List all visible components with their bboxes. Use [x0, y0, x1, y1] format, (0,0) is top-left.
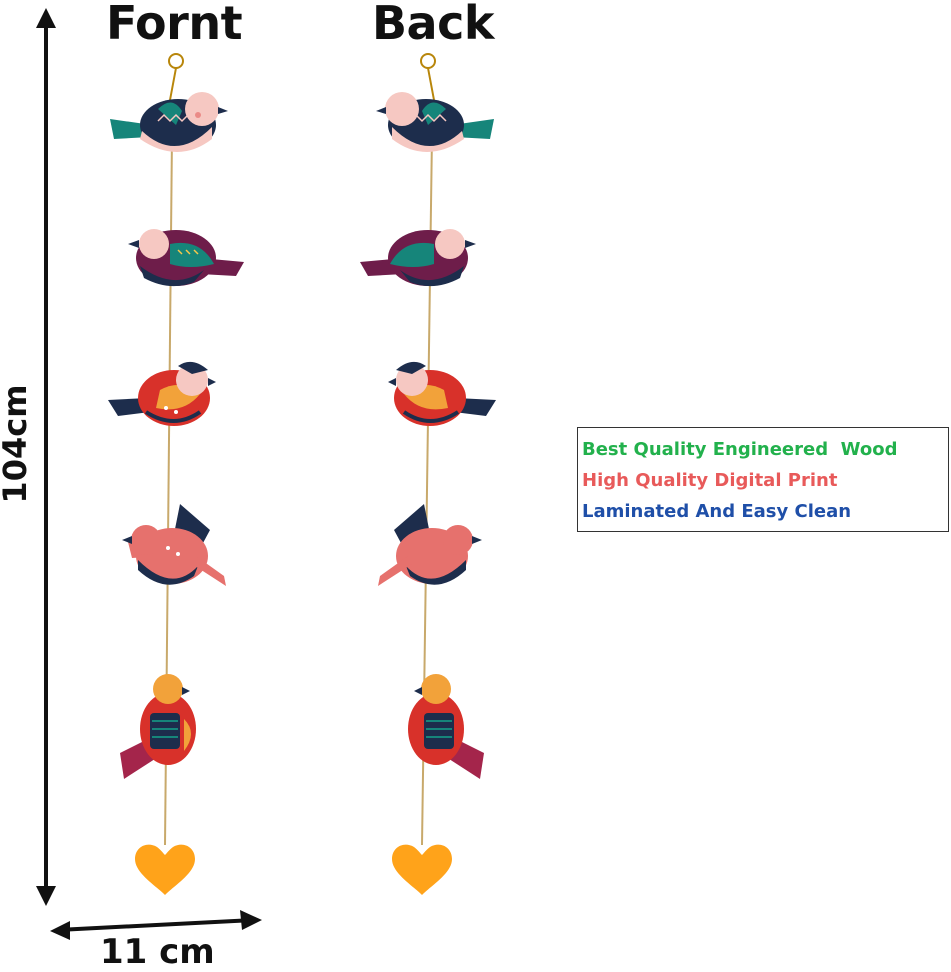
bird-icon [388, 361, 496, 426]
front-label: Fornt [106, 0, 243, 50]
arrow-horizontal-icon [50, 910, 262, 940]
features-box: Best Quality Engineered Wood High Qualit… [577, 427, 949, 532]
height-label: 104cm [0, 384, 34, 504]
heart-icon [135, 844, 195, 895]
back-hanger [360, 53, 496, 895]
bird-icon [108, 361, 216, 426]
bird-icon [120, 674, 196, 779]
bird-icon [376, 92, 494, 152]
bird-icon [128, 229, 244, 287]
hook-icon [420, 53, 436, 101]
front-hanger [108, 53, 244, 895]
arrow-vertical-icon [36, 8, 56, 906]
feature-print: High Quality Digital Print [582, 470, 838, 491]
bird-icon [110, 92, 228, 152]
hook-icon [168, 53, 184, 101]
bird-icon [378, 504, 482, 586]
feature-laminated: Laminated And Easy Clean [582, 501, 852, 522]
back-label: Back [372, 0, 494, 50]
width-label: 11 cm [100, 932, 215, 972]
bird-icon [408, 674, 484, 779]
heart-icon [392, 844, 452, 895]
bird-icon [360, 229, 476, 287]
feature-wood: Best Quality Engineered Wood [582, 439, 898, 460]
bird-icon [122, 504, 226, 586]
